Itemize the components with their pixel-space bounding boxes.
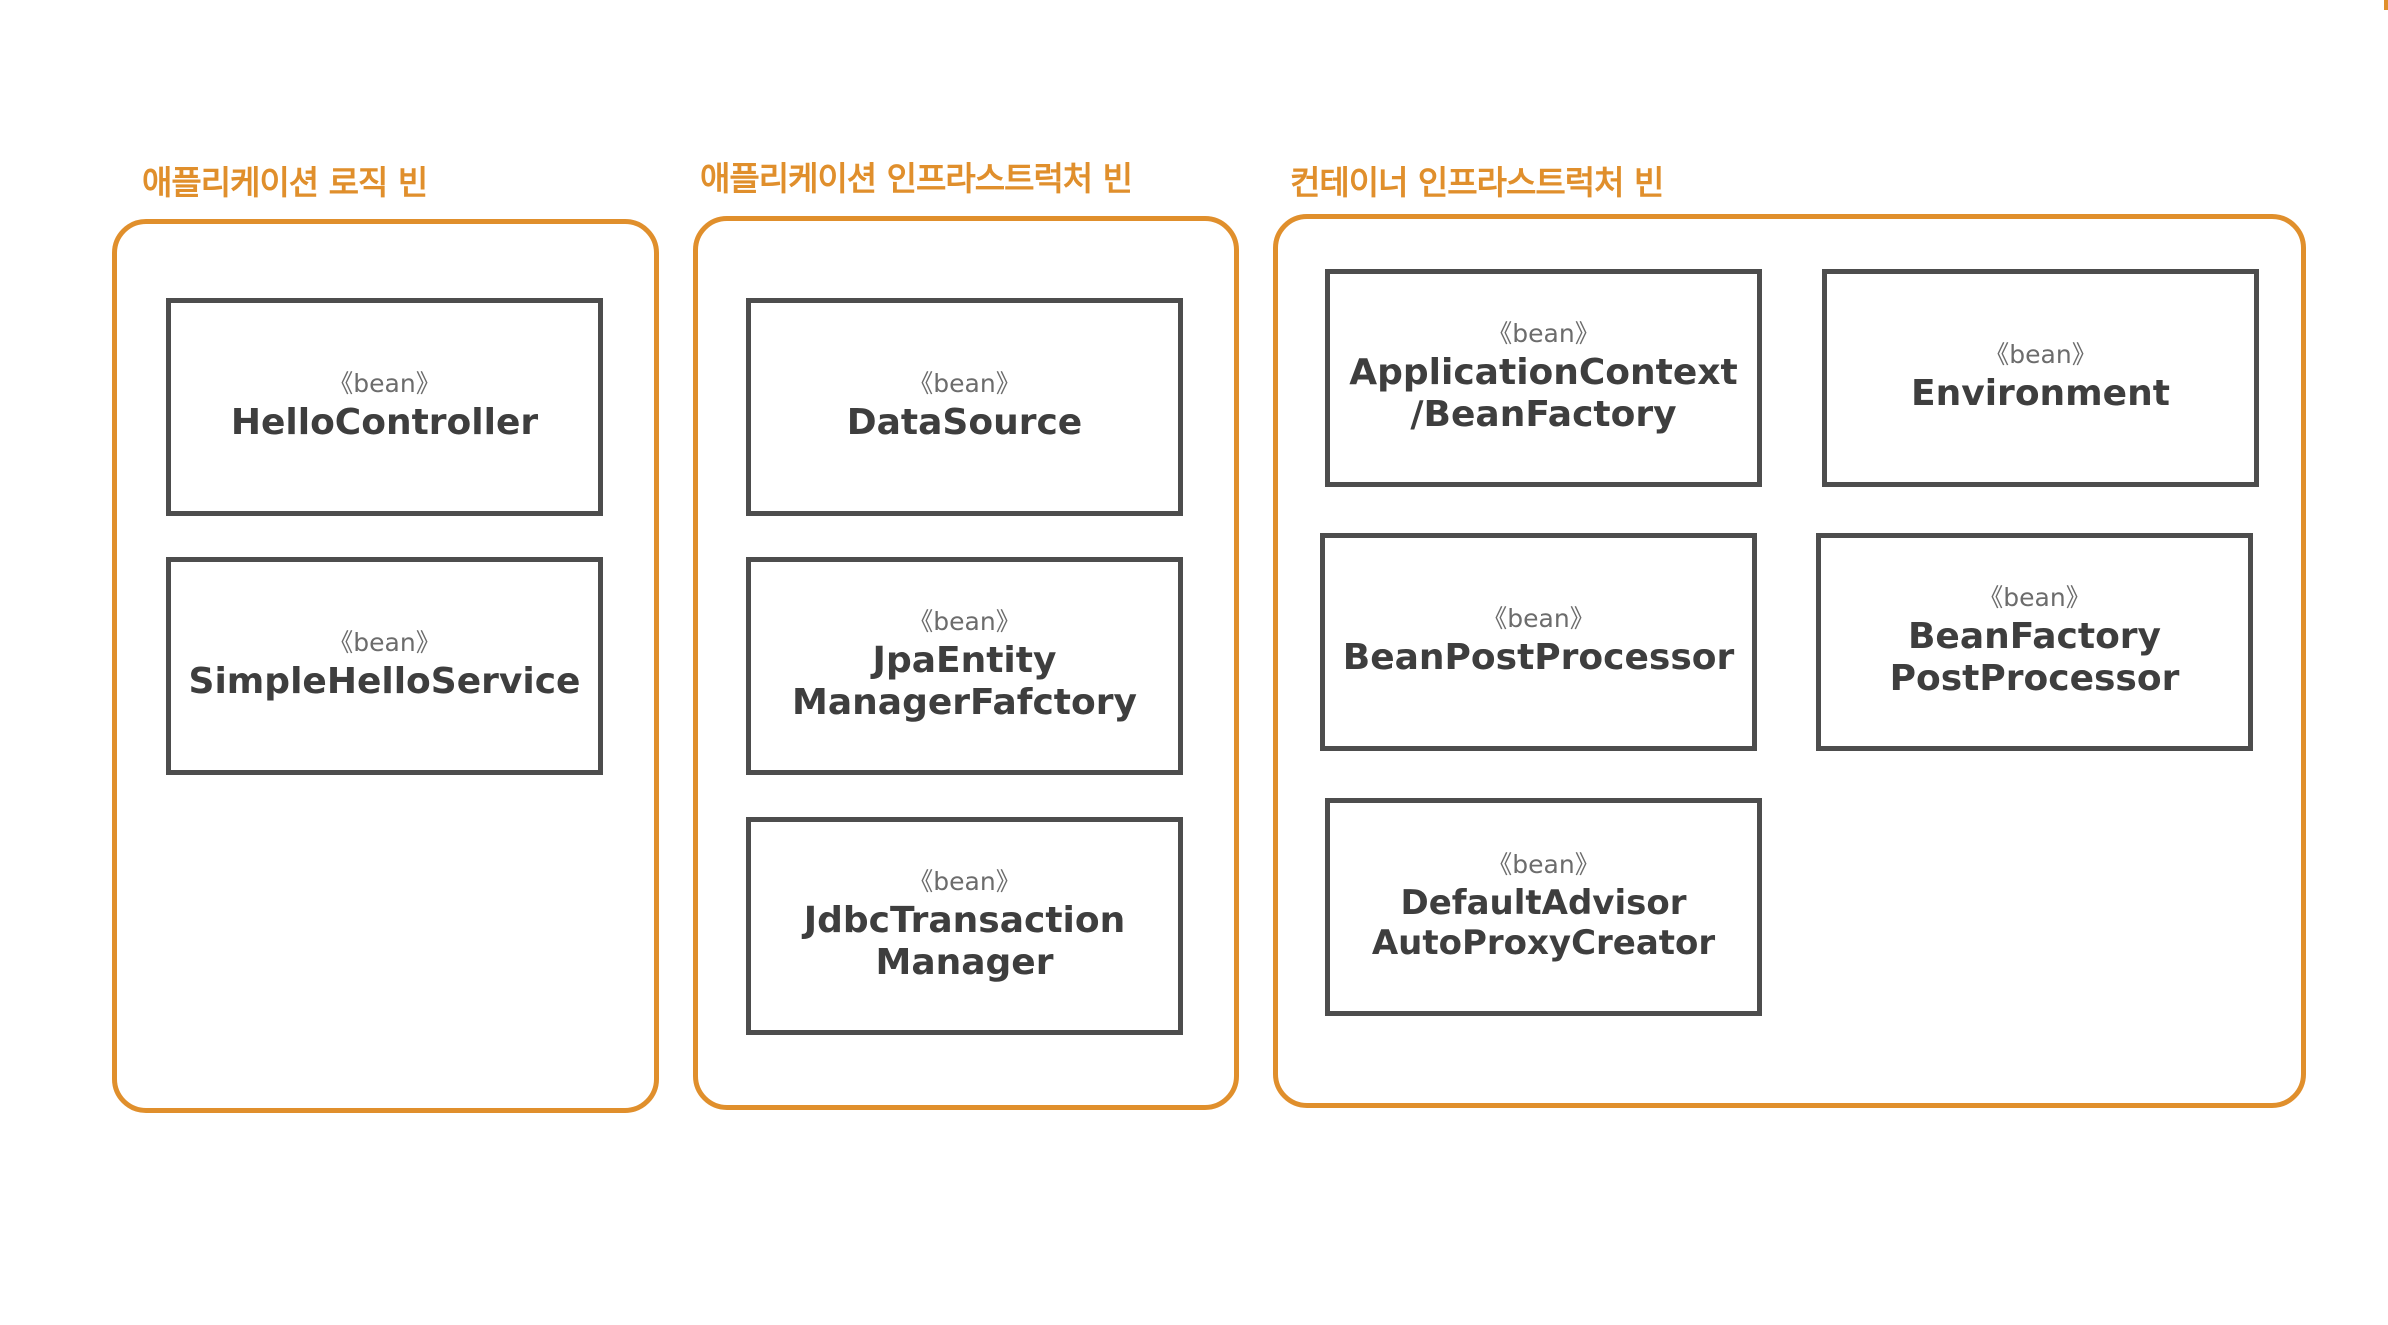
bean-name-line-2: Manager bbox=[875, 942, 1054, 983]
group-frame-container-infrastructure bbox=[1273, 214, 2306, 1108]
group-title-application-infrastructure: 애플리케이션 인프라스트럭처 빈 bbox=[700, 159, 1133, 198]
bean-stereotype: 《bean》 bbox=[328, 628, 441, 657]
bean-jpa-entity-manager-factory: 《bean》 JpaEntity ManagerFafctory bbox=[746, 557, 1183, 775]
bean-name-line-2: AutoProxyCreator bbox=[1371, 923, 1716, 963]
bean-name-line-2: PostProcessor bbox=[1889, 658, 2180, 699]
bean-environment: 《bean》 Environment bbox=[1822, 269, 2259, 487]
bean-name-line-1: ApplicationContext bbox=[1349, 352, 1738, 393]
bean-name-line-1: BeanFactory bbox=[1907, 616, 2162, 657]
bean-hello-controller: 《bean》 HelloController bbox=[166, 298, 603, 516]
bean-name-line-1: JpaEntity bbox=[872, 640, 1057, 681]
bean-stereotype: 《bean》 bbox=[328, 369, 441, 398]
bean-name-line-1: DefaultAdvisor bbox=[1400, 883, 1687, 923]
bean-name: Environment bbox=[1911, 373, 2170, 414]
bean-bean-post-processor: 《bean》 BeanPostProcessor bbox=[1320, 533, 1757, 751]
bean-name-line-2: /BeanFactory bbox=[1410, 394, 1677, 435]
bean-stereotype: 《bean》 bbox=[1487, 319, 1600, 348]
group-title-container-infrastructure: 컨테이너 인프라스트럭처 빈 bbox=[1290, 163, 1664, 202]
bean-stereotype: 《bean》 bbox=[1978, 583, 2091, 612]
bean-name: DataSource bbox=[846, 402, 1083, 443]
bean-stereotype: 《bean》 bbox=[908, 369, 1021, 398]
bean-stereotype: 《bean》 bbox=[1482, 604, 1595, 633]
group-frame-application-logic bbox=[112, 219, 659, 1113]
group-title-application-logic: 애플리케이션 로직 빈 bbox=[142, 163, 428, 202]
bean-name-line-1: JdbcTransaction bbox=[803, 900, 1126, 941]
bean-data-source: 《bean》 DataSource bbox=[746, 298, 1183, 516]
bean-stereotype: 《bean》 bbox=[908, 867, 1021, 896]
bean-name: SimpleHelloService bbox=[188, 661, 581, 702]
bean-stereotype: 《bean》 bbox=[1487, 850, 1600, 879]
bean-stereotype: 《bean》 bbox=[1984, 340, 2097, 369]
bean-name: HelloController bbox=[230, 402, 539, 443]
bean-stereotype: 《bean》 bbox=[908, 607, 1021, 636]
bean-simple-hello-service: 《bean》 SimpleHelloService bbox=[166, 557, 603, 775]
group-frame-application-infrastructure bbox=[693, 216, 1239, 1110]
bean-jdbc-transaction-manager: 《bean》 JdbcTransaction Manager bbox=[746, 817, 1183, 1035]
bean-default-advisor-auto-proxy-creator: 《bean》 DefaultAdvisor AutoProxyCreator bbox=[1325, 798, 1762, 1016]
corner-accent-mark bbox=[2384, 0, 2388, 10]
bean-name: BeanPostProcessor bbox=[1342, 637, 1735, 678]
bean-application-context: 《bean》 ApplicationContext /BeanFactory bbox=[1325, 269, 1762, 487]
bean-bean-factory-post-processor: 《bean》 BeanFactory PostProcessor bbox=[1816, 533, 2253, 751]
bean-name-line-2: ManagerFafctory bbox=[792, 682, 1137, 723]
